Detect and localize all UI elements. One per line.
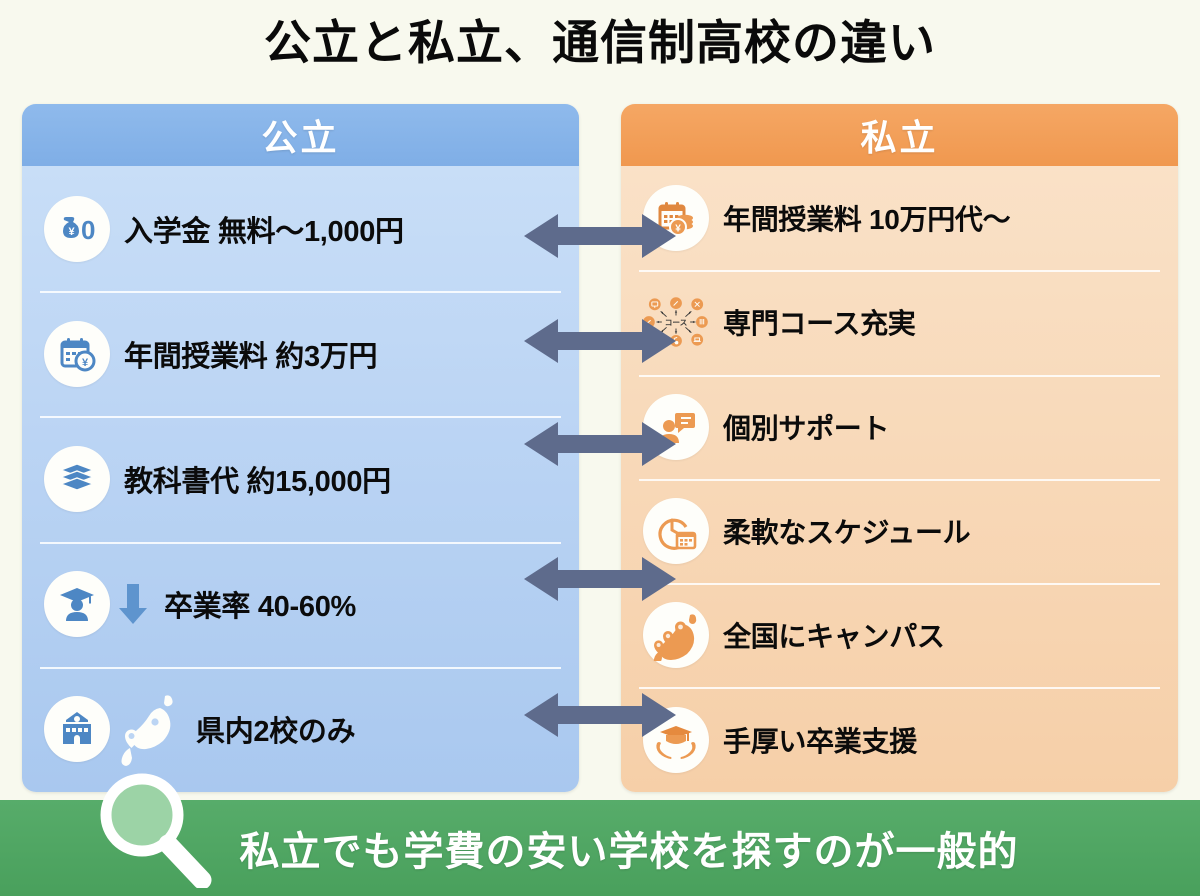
double-headed-arrow-icon bbox=[524, 209, 676, 263]
column-public: 公立 ¥ 0 入学金 無料〜1,000円 bbox=[22, 104, 579, 792]
svg-text:コース: コース bbox=[665, 318, 688, 327]
calendar-yen-icon: ¥ bbox=[44, 320, 110, 387]
svg-text:¥: ¥ bbox=[82, 357, 89, 369]
page-title: 公立と私立、通信制高校の違い bbox=[264, 16, 936, 69]
clock-calendar-icon bbox=[643, 498, 709, 565]
column-private: 私立 ¥ 年間 bbox=[621, 104, 1178, 792]
list-item: 手厚い卒業支援 bbox=[621, 687, 1178, 791]
list-item: 卒業率 40-60% bbox=[22, 541, 579, 667]
comparison-arrows bbox=[0, 104, 1200, 792]
magnifying-glass-icon bbox=[86, 770, 218, 890]
double-headed-arrow-icon bbox=[524, 417, 676, 471]
list-item-label: 全国にキャンパス bbox=[723, 621, 945, 653]
list-item-label: 柔軟なスケジュール bbox=[723, 517, 971, 549]
list-item-label: 教科書代 約15,000円 bbox=[124, 465, 391, 498]
footer-text: 私立でも学費の安い学校を探すのが一般的 bbox=[239, 830, 1019, 874]
money-bag-zero-yen-icon: ¥ 0 bbox=[44, 195, 110, 262]
graduate-person-icon bbox=[44, 571, 110, 638]
column-private-header: 私立 bbox=[621, 104, 1178, 166]
list-item: ¥ 0 入学金 無料〜1,000円 bbox=[22, 166, 579, 291]
list-item-label: 年間授業料 約3万円 bbox=[124, 340, 378, 373]
list-item-label: 県内2校のみ bbox=[196, 716, 356, 749]
school-building-icon bbox=[44, 696, 110, 763]
column-public-rows: ¥ 0 入学金 無料〜1,000円 ¥ bbox=[22, 166, 579, 792]
svg-text:¥: ¥ bbox=[69, 226, 76, 238]
double-headed-arrow-icon bbox=[524, 688, 676, 742]
column-private-rows: ¥ 年間授業料 10万円代〜 bbox=[621, 166, 1178, 792]
column-public-header: 公立 bbox=[22, 104, 579, 166]
list-item: ¥ 年間授業料 約3万円 bbox=[22, 291, 579, 416]
list-item: 柔軟なスケジュール bbox=[621, 478, 1178, 583]
stacked-books-icon bbox=[44, 445, 110, 512]
list-item: 個別サポート bbox=[621, 374, 1178, 479]
list-item-label: 専門コース充実 bbox=[723, 308, 916, 340]
list-item-label: 個別サポート bbox=[723, 412, 890, 444]
list-item-label: 卒業率 40-60% bbox=[164, 591, 357, 624]
list-item-label: 入学金 無料〜1,000円 bbox=[124, 215, 404, 248]
svg-text:0: 0 bbox=[81, 215, 95, 245]
list-item: 全国にキャンパス bbox=[621, 583, 1178, 687]
list-item-label: 年間授業料 10万円代〜 bbox=[723, 204, 1011, 236]
double-headed-arrow-icon bbox=[524, 314, 676, 368]
japan-map-pins-icon bbox=[116, 690, 182, 768]
footer-banner: 私立でも学費の安い学校を探すのが一般的 bbox=[0, 773, 1200, 896]
list-item: 県内2校のみ bbox=[22, 666, 579, 792]
down-arrow-icon bbox=[116, 580, 150, 628]
list-item: 教科書代 約15,000円 bbox=[22, 416, 579, 541]
svg-text:¥: ¥ bbox=[675, 224, 681, 235]
japan-map-campus-pins-icon bbox=[643, 602, 709, 669]
list-item-label: 手厚い卒業支援 bbox=[723, 725, 917, 757]
double-headed-arrow-icon bbox=[524, 552, 676, 606]
